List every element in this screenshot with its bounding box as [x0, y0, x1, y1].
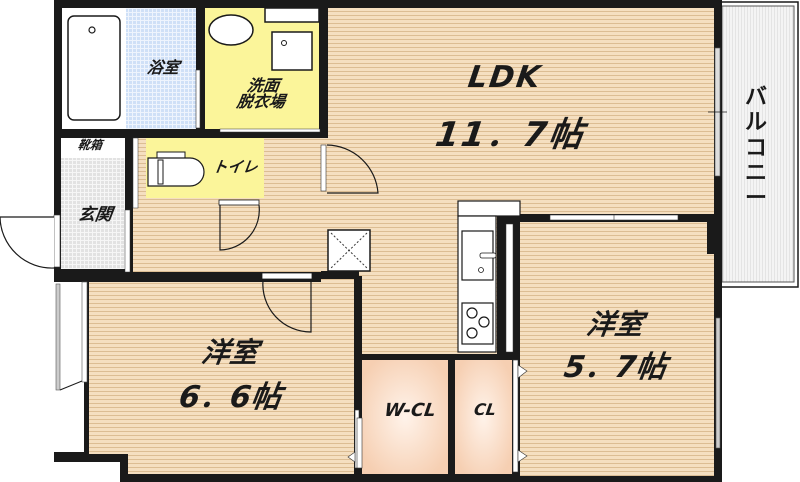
- entrance-floor: [61, 158, 125, 269]
- western-room-2-floor: [520, 222, 714, 476]
- entrance-label: 玄関: [76, 205, 114, 225]
- ldk-size: 11．7帖: [432, 115, 588, 155]
- western-room-1-size: 6．6帖: [176, 380, 284, 415]
- kitchen-counter-top: [457, 200, 521, 217]
- toilet-door-swing: [219, 204, 260, 251]
- toilet-label: トイレ: [211, 158, 259, 176]
- shoe-cabinet-label: 靴箱: [77, 138, 104, 152]
- washroom-label-line2: 脱衣場: [235, 92, 287, 111]
- washroom-label: 洗面 脱衣場: [220, 76, 304, 111]
- bathroom-label: 浴室: [145, 58, 181, 77]
- washing-machine-pan: [271, 31, 313, 71]
- washroom-storage: [264, 7, 320, 23]
- closet-label: CL: [472, 400, 498, 419]
- bathtub-drain: [88, 26, 96, 34]
- toilet-bowl: [147, 157, 205, 187]
- washing-machine-drain: [281, 40, 287, 46]
- shoe-cabinet: [61, 138, 125, 158]
- western-room-2-size: 5．7帖: [561, 350, 669, 385]
- walk-in-closet-label: W-CL: [383, 400, 438, 421]
- balcony-label: バルコニー: [744, 85, 767, 212]
- ldk-label: LDK: [465, 60, 545, 95]
- room1-door-swing: [262, 279, 312, 333]
- ldk-door-swing: [326, 144, 379, 194]
- bathroom-floor: [126, 8, 196, 129]
- walk-in-closet: [362, 360, 448, 474]
- western-room-2-label: 洋室: [584, 308, 646, 341]
- ldk-floor: [328, 8, 714, 214]
- western-room-1-floor: [89, 282, 354, 474]
- western-room-1-label: 洋室: [199, 336, 261, 369]
- washbasin: [208, 14, 254, 46]
- gas-stove: [461, 302, 494, 345]
- bathtub: [67, 15, 121, 121]
- front-door-swing: [0, 216, 55, 269]
- closet: [455, 360, 512, 474]
- bathroom-door: [195, 69, 201, 129]
- balcony: [715, 1, 799, 288]
